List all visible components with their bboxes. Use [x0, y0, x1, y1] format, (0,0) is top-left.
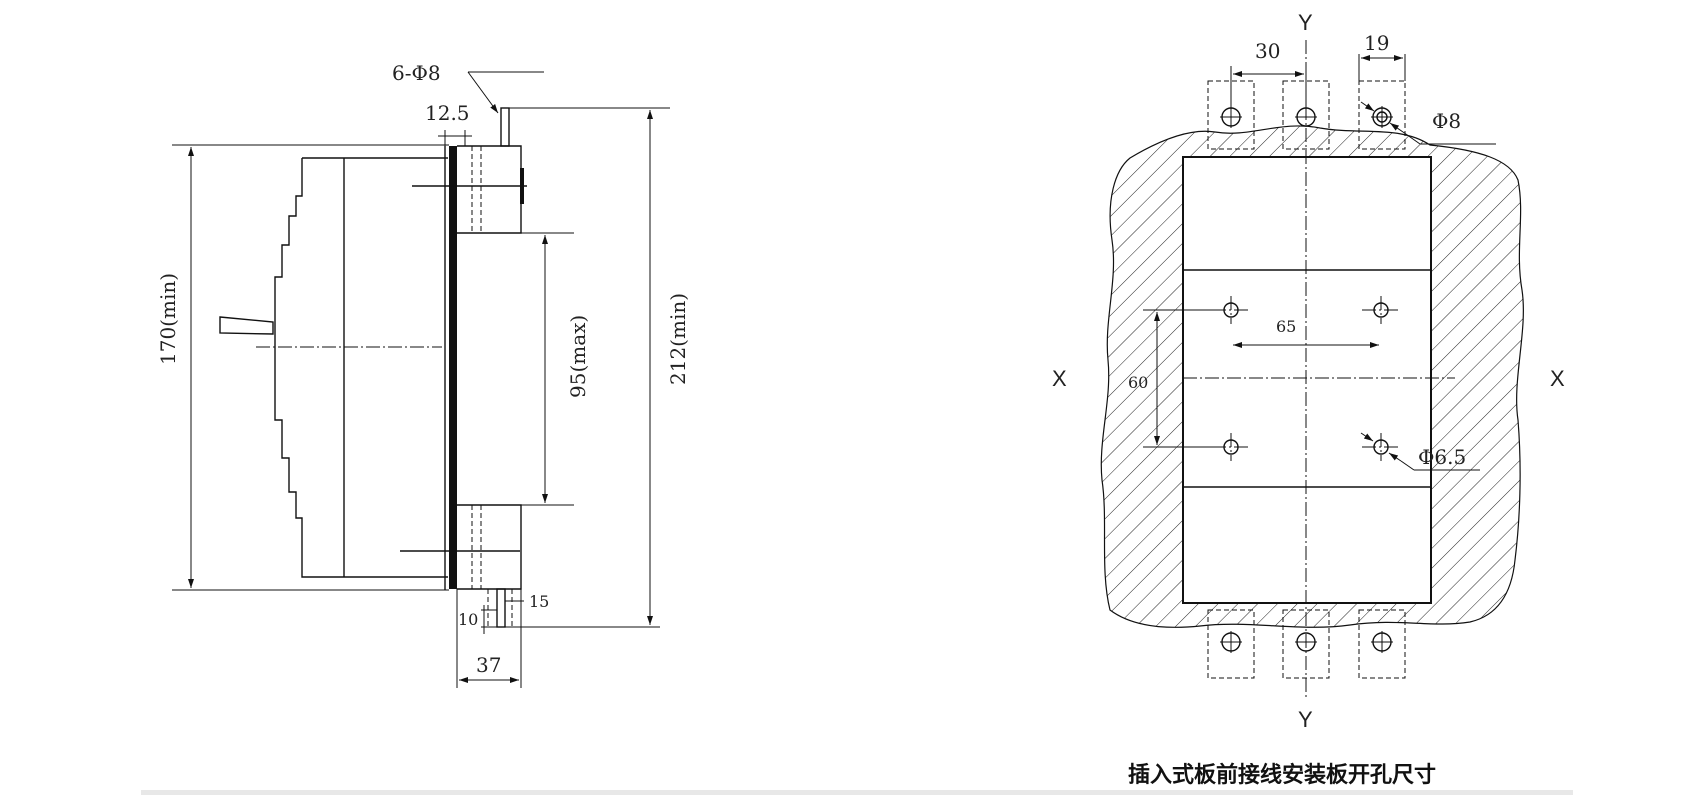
top-terminals: [1207, 80, 1406, 150]
dim-212-label: 212(min): [666, 293, 690, 385]
panel-view: 30 19 Φ8 65 60 Φ6.5 Y Y X X 插入式板前接线安装板开孔…: [1052, 10, 1565, 788]
dim-holes-label: 6-Φ8: [392, 61, 441, 85]
bottom-terminal: [457, 504, 522, 590]
dim-30-label: 30: [1255, 39, 1280, 63]
axis-x-left-label: X: [1052, 366, 1067, 391]
dim-phi8-label: Φ8: [1432, 109, 1461, 133]
operating-handle: [219, 316, 274, 335]
dim-37-label: 37: [476, 653, 501, 677]
axis-y-bottom-label: Y: [1298, 707, 1313, 732]
mounting-plate: [449, 146, 457, 589]
top-terminal: [457, 145, 522, 234]
panel-cutout: [1182, 156, 1432, 604]
dim-19-label: 19: [1364, 31, 1389, 55]
dim-95-label: 95(max): [566, 315, 590, 398]
dim-12-5-label: 12.5: [425, 101, 470, 125]
panel-caption: 插入式板前接线安装板开孔尺寸: [1128, 762, 1436, 788]
bottom-band: [141, 790, 1573, 795]
axis-x-right-label: X: [1550, 366, 1565, 391]
dim-15-label: 15: [529, 592, 549, 611]
bottom-stud: [496, 588, 506, 628]
dim-phi6-5-label: Φ6.5: [1418, 445, 1466, 469]
breaker-body-outline: [274, 157, 448, 578]
dim-65-label: 65: [1276, 317, 1296, 336]
dim-10-label: 10: [458, 610, 478, 629]
top-stud: [500, 107, 510, 147]
dim-60-label: 60: [1128, 373, 1148, 392]
dim-170-label: 170(min): [156, 273, 180, 365]
axis-y-top-label: Y: [1298, 10, 1313, 35]
side-view: 6-Φ8 12.5 170(min) 95(max) 212(min) 15 1…: [156, 61, 690, 688]
